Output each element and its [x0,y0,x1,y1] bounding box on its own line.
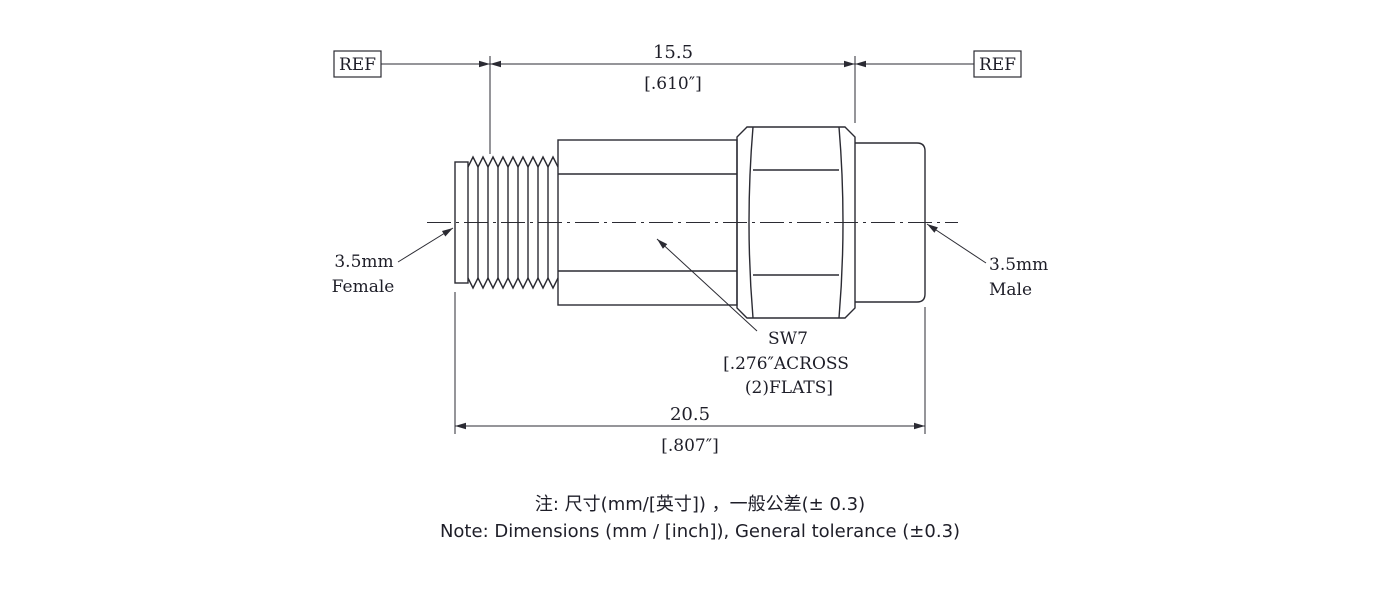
male-leader-line [926,223,987,264]
dim-arrow-top-right-in [855,60,866,68]
thread-lines [477,167,549,278]
female-label-size: 3.5mm [334,252,393,272]
ref-right-label: REF [979,55,1016,75]
note-chinese: 注: 尺寸(mm/[英寸]) ，一般公差(± 0.3) [535,494,865,515]
hex-callout-flats: (2)FLATS] [745,378,833,398]
dim-arrow-top-left-in [479,60,490,68]
bottom-dimension: 20.5 [.807″] [454,292,926,456]
dim-top-mm-label: 15.5 [653,42,693,63]
hex-rear-chamfer-left [748,126,754,319]
top-dimension: REF REF 15.5 [.610″] [333,42,1022,154]
male-leader-arrow [927,224,938,233]
female-leader-arrow [441,228,453,237]
dim-arrow-bottom-right [914,422,925,430]
hex-rear-outline [736,126,856,319]
notes: 注: 尺寸(mm/[英寸]) ，一般公差(± 0.3) Note: Dimens… [440,494,960,542]
hex-callout-leader-arrow [657,239,668,249]
adapter-body [454,126,926,319]
dim-arrow-top-right-out [844,60,855,68]
male-connector-body [855,142,926,303]
male-label-gender: Male [989,280,1032,300]
thread-profile-top [467,155,559,169]
hex-callout-across: [.276″ACROSS [723,354,849,374]
female-label-gender: Female [332,277,395,297]
male-port-callout: 3.5mm Male [926,223,1048,300]
hex-callout-sw: SW7 [768,329,808,349]
hex-body-rear [736,126,856,319]
female-flange [454,161,469,284]
dim-bottom-inch-label: [.807″] [661,436,718,456]
ref-left-label: REF [339,55,376,75]
note-english: Note: Dimensions (mm / [inch]), General … [440,521,960,542]
hex-rear-chamfer-right [838,126,844,319]
hex-callout-leader-line [656,238,758,332]
dim-top-inch-label: [.610″] [644,74,701,94]
hex-size-callout: SW7 [.276″ACROSS (2)FLATS] [656,238,849,398]
dim-bottom-mm-label: 20.5 [670,404,710,425]
male-label-size: 3.5mm [989,255,1048,275]
female-port-callout: 3.5mm Female [332,227,454,297]
dim-arrow-bottom-left [455,422,466,430]
thread-section [467,155,559,290]
dim-arrow-top-left-out [490,60,501,68]
thread-profile-bottom [467,276,559,290]
